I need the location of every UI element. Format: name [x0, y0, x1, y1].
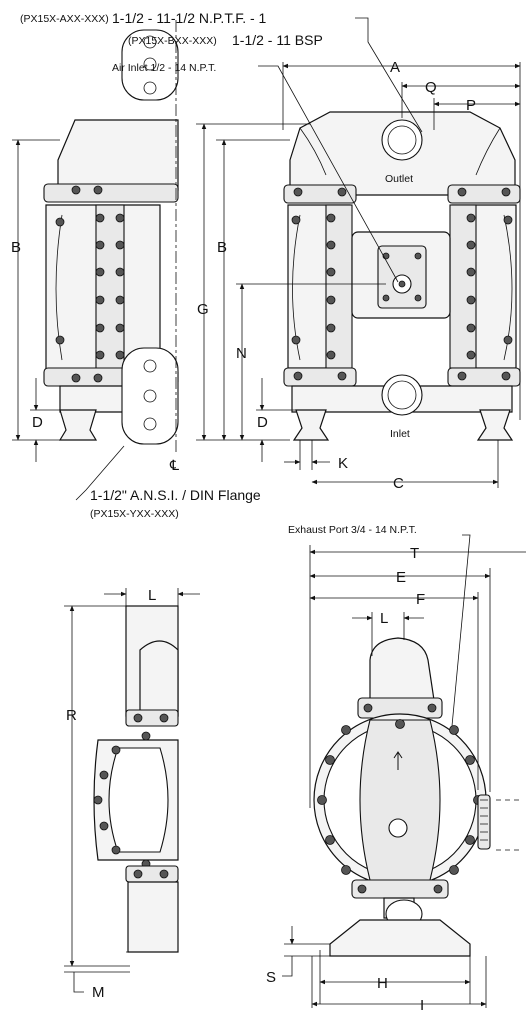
dimension-letters: A Q P B B G N D D K C L R M T E F L S H …: [11, 59, 476, 1012]
dim-label-m: M: [92, 984, 105, 1001]
dim-label-f: F: [416, 591, 425, 608]
inlet-label: Inlet: [390, 428, 410, 440]
callout-labels: (PX15X-AXX-XXX) 1-1/2 - 11-1/2 N.P.T.F. …: [20, 10, 417, 536]
outlet-bsp-code: (PX15X-BXX-XXX): [128, 35, 217, 47]
air-inlet-label: Air Inlet 1/2 - 14 N.P.T.: [112, 62, 216, 74]
dim-label-n: N: [236, 345, 247, 362]
dim-label-k: K: [338, 455, 348, 472]
exhaust-port-label: Exhaust Port 3/4 - 14 N.P.T.: [288, 524, 417, 536]
dim-label-q: Q: [425, 79, 437, 96]
dim-label-l-front: L: [380, 610, 388, 627]
dim-label-p: P: [466, 97, 476, 114]
flange-label: 1-1/2" A.N.S.I. / DIN Flange: [90, 487, 261, 503]
dimension-lines: [12, 17, 526, 1008]
main-pump-front-view: [283, 111, 521, 441]
dim-label-c: C: [393, 475, 404, 492]
dim-label-a: A: [390, 59, 400, 76]
dim-label-h: H: [377, 975, 388, 992]
dim-label-b-center: B: [217, 239, 227, 256]
dim-label-l-side: L: [148, 587, 156, 604]
dim-label-b-left: B: [11, 239, 21, 256]
dim-label-s: S: [266, 969, 276, 986]
front-view: [313, 637, 491, 957]
side-view: [93, 605, 179, 953]
outlet-npt-size: 1-1/2 - 11-1/2 N.P.T.F. - 1: [112, 10, 267, 26]
dim-label-t: T: [410, 545, 419, 562]
outlet-bsp-size: 1-1/2 - 11 BSP: [232, 32, 323, 48]
dim-label-i: I: [420, 997, 424, 1012]
dim-label-e: E: [396, 569, 406, 586]
dim-label-d-left: D: [32, 414, 43, 431]
left-pump-partial-view: [43, 29, 179, 445]
dim-label-g: G: [197, 301, 209, 318]
outlet-npt-code: (PX15X-AXX-XXX): [20, 13, 109, 25]
dim-label-r: R: [66, 707, 77, 724]
dim-label-d-center: D: [257, 414, 268, 431]
centerline-symbol: ℄: [169, 457, 179, 473]
flange-code: (PX15X-YXX-XXX): [90, 508, 179, 520]
outlet-label: Outlet: [385, 173, 413, 185]
